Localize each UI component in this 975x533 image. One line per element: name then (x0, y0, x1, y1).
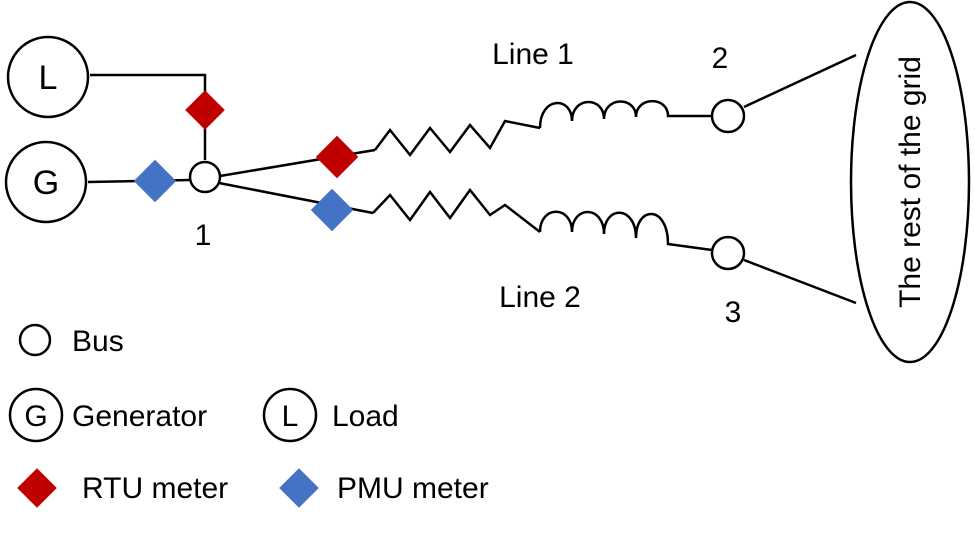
generator-node: G (4, 140, 88, 224)
rtu-meter-line1 (315, 135, 359, 179)
bus-2 (710, 98, 746, 134)
legend-rtu-label: RTU meter (82, 472, 228, 505)
legend-load-symbol: L (282, 400, 299, 433)
bus-2-label: 2 (712, 42, 729, 75)
legend-load-label: Load (332, 400, 399, 433)
rest-of-grid: The rest of the grid (849, 0, 971, 364)
legend-load-icon (262, 387, 318, 443)
legend-generator-label: Generator (72, 400, 207, 433)
pmu-meter-line2 (310, 188, 354, 232)
rest-of-grid-label: The rest of the grid (894, 56, 927, 308)
line2-inductor (538, 210, 713, 252)
legend-bus-icon (18, 323, 52, 357)
bus-3-label: 3 (725, 296, 742, 329)
pmu-meter-generator (133, 159, 177, 203)
legend: Bus G Generator L Load RTU meter PMU met… (8, 323, 489, 508)
generator-node-label: G (33, 164, 59, 202)
bus-1-label: 1 (195, 219, 212, 252)
load-node-label: L (39, 59, 58, 97)
line2-resistor (372, 187, 541, 233)
line1-inductor (538, 100, 712, 129)
rtu-meter-load (185, 90, 225, 130)
legend-generator-symbol: G (24, 400, 47, 433)
line1-resistor (374, 119, 541, 158)
legend-pmu-icon (279, 468, 319, 508)
line-2-label: Line 2 (499, 281, 581, 314)
load-node: L (6, 35, 90, 119)
legend-pmu-label: PMU meter (337, 472, 489, 505)
bus-1 (188, 160, 222, 194)
wires (87, 53, 857, 305)
bus2-to-grid-wire (743, 53, 857, 109)
bus-3 (710, 235, 746, 271)
legend-bus-label: Bus (72, 325, 124, 358)
legend-generator-icon (8, 387, 64, 443)
legend-rtu-icon (17, 468, 57, 508)
bus3-to-grid-wire (743, 258, 857, 305)
line-1-label: Line 1 (492, 38, 574, 71)
load-feeder-wire (90, 73, 207, 160)
